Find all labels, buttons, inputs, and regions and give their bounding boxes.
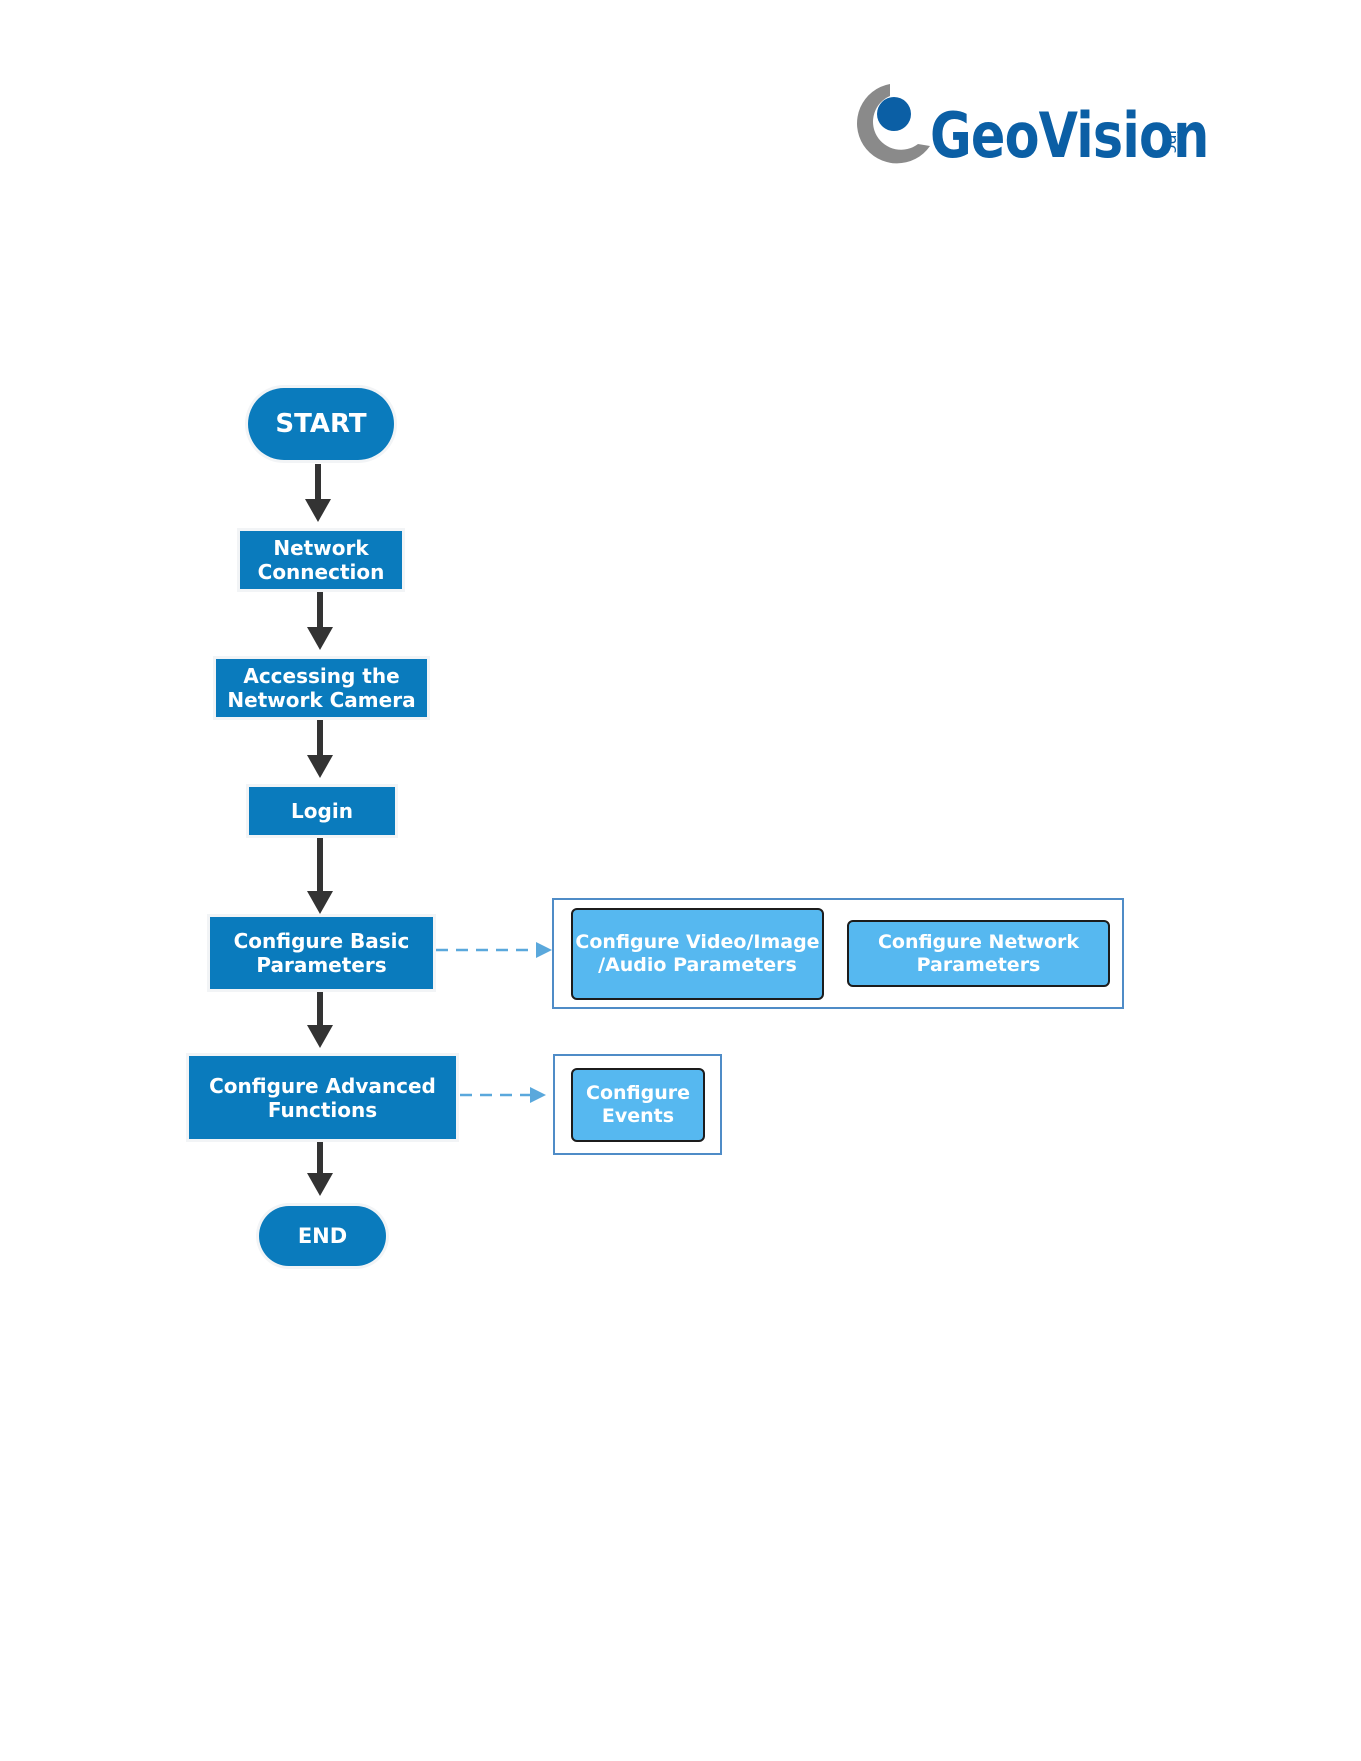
configure-network-parameters-node: Configure Network Parameters [847,920,1110,987]
arrowhead-advanced-to-end [307,1173,333,1196]
configure-advanced-node: Configure Advanced Functions [189,1056,456,1139]
arrowhead-basic-to-advanced [307,1025,333,1048]
dashed-arrowhead-basic-group [536,942,552,958]
end-node: END [259,1206,386,1266]
logo-inc-suffix: inc [1163,130,1182,153]
configure-basic-node: Configure Basic Parameters [210,917,433,989]
accessing-camera-node: Accessing the Network Camera [216,659,427,717]
network-connection-node: Network Connection [240,531,402,589]
dashed-arrowhead-advanced-group [530,1087,546,1103]
login-node: Login [249,787,395,835]
configure-video-image-audio-node: Configure Video/Image /Audio Parameters [571,908,824,1000]
arrowhead-network-to-access [307,627,333,650]
start-node: START [248,388,394,460]
arrowhead-start-to-network [305,499,331,522]
arrowhead-login-to-basic [307,891,333,914]
arrowhead-access-to-login [307,755,333,778]
configure-events-node: Configure Events [571,1068,705,1142]
